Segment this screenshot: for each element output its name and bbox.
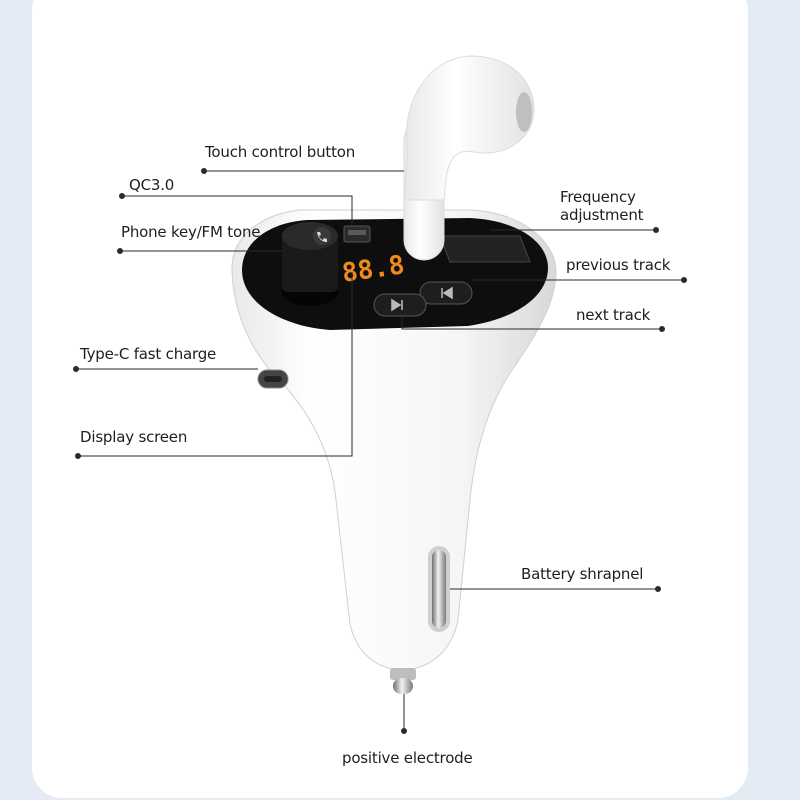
label-frequency-line2: adjustment: [560, 206, 644, 224]
leader-display: [78, 272, 353, 457]
phone-key-knob: [282, 222, 338, 306]
qc-usb-port: [343, 225, 371, 243]
label-type-c: Type-C fast charge: [80, 345, 217, 363]
label-qc: QC3.0: [129, 176, 175, 194]
label-display: Display screen: [80, 428, 188, 446]
type-c-port: [257, 369, 289, 389]
leader-lines: [73, 168, 687, 734]
leader-qc: [122, 195, 353, 226]
earbud: [403, 55, 535, 261]
rear-slot: [439, 235, 531, 263]
next-track-button: [373, 293, 427, 317]
label-positive: positive electrode: [342, 749, 473, 767]
previous-track-button: [419, 281, 473, 305]
leader-next: [401, 316, 662, 330]
label-previous: previous track: [566, 256, 671, 274]
label-next: next track: [576, 306, 651, 324]
label-frequency-line1: Frequency: [560, 188, 636, 206]
positive-electrode: [390, 668, 416, 694]
battery-shrapnel: [428, 546, 450, 632]
label-touch-control: Touch control button: [205, 143, 356, 161]
label-phone-key: Phone key/FM tone: [121, 223, 261, 241]
label-battery: Battery shrapnel: [521, 565, 644, 583]
phone-icon: [313, 227, 331, 245]
